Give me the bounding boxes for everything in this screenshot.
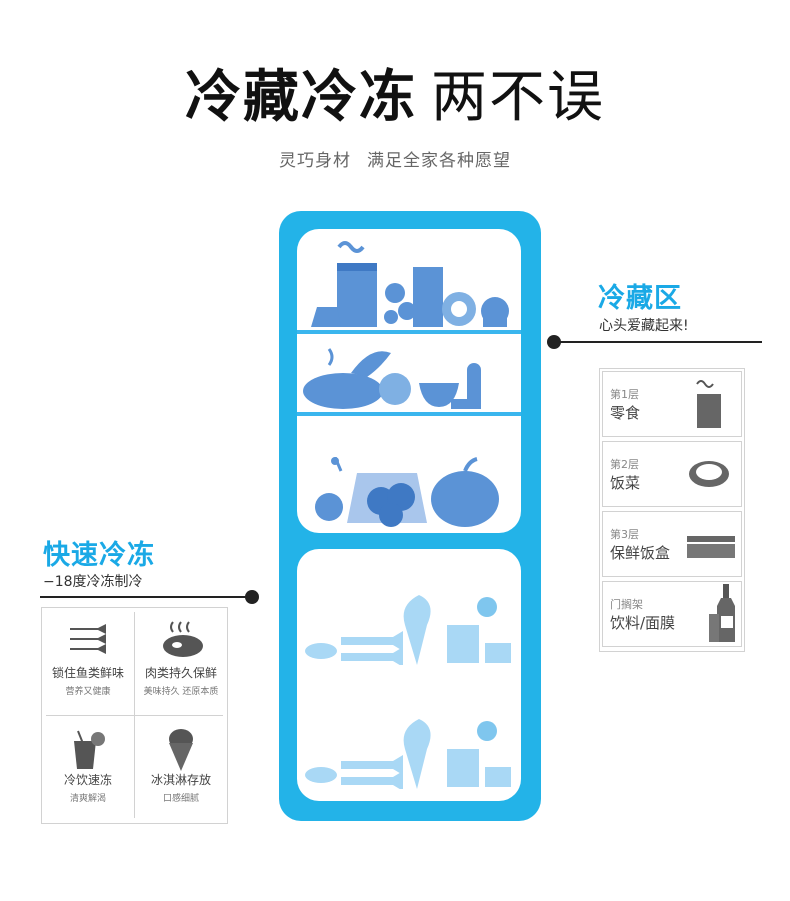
fridge-zone-title: 冷藏区	[598, 283, 682, 314]
feature-desc: 美味持久 还原本质	[143, 687, 219, 697]
shelf-level: 第2层	[610, 458, 639, 471]
shelf-name: 保鲜饭盒	[610, 544, 671, 562]
freezer-feature: 肉类持久保鲜 美味持久 还原本质	[135, 608, 227, 714]
grid-divider	[46, 715, 223, 716]
shelf-divider	[297, 412, 521, 416]
fridge-body	[279, 211, 541, 821]
freezer-callout-dot	[245, 590, 259, 604]
snacks-illustration	[311, 241, 509, 327]
feature-name: 肉类持久保鲜	[144, 666, 217, 680]
cold-drink-icon	[74, 730, 105, 769]
fridge-shelf-item: 第3层 保鲜饭盒	[602, 511, 742, 577]
subtitle-part-a: 灵巧身材	[279, 151, 351, 171]
fridge-zone-panel: 第1层 零食 第2层 饭菜 第3层 保鲜饭盒 门搁架 饮料/面膜	[599, 368, 745, 652]
steak-icon	[163, 621, 203, 657]
freezer-callout-line	[40, 596, 250, 598]
freezer-feature: 锁住鱼类鲜味 营养又健康	[42, 608, 134, 714]
freezer-feature: 冰淇淋存放 口感细腻	[135, 715, 227, 821]
snack-bag-icon	[696, 380, 721, 428]
shelf-name: 饭菜	[610, 474, 641, 492]
shelf-level: 第1层	[610, 388, 639, 401]
feature-desc: 营养又健康	[65, 687, 111, 697]
feature-desc: 清爽解渴	[69, 794, 106, 804]
freezer-compartment	[297, 549, 521, 801]
shelf-level: 第3层	[610, 528, 639, 541]
fridge-compartment	[297, 229, 521, 533]
dish-bowl-icon	[689, 461, 729, 487]
page-subtitle: 灵巧身材满足全家各种愿望	[0, 146, 790, 171]
feature-name: 锁住鱼类鲜味	[51, 666, 124, 680]
feature-name: 冰淇淋存放	[150, 773, 211, 787]
food-box-icon	[687, 536, 735, 558]
feature-name: 冷饮速冻	[63, 773, 112, 787]
shelf-name: 零食	[610, 404, 641, 422]
title-tail: 两不误	[431, 65, 605, 130]
page-title: 冷藏冷冻两不误	[0, 52, 790, 133]
freezer-zone-title: 快速冷冻	[43, 540, 155, 571]
fish-icon	[70, 624, 106, 654]
freezer-items-illustration	[305, 719, 511, 789]
freezer-feature: 冷饮速冻 清爽解渴	[42, 715, 134, 821]
shelf-level: 门搁架	[610, 598, 643, 611]
fridge-shelf-item: 第1层 零食	[602, 371, 742, 437]
ice-cream-icon	[169, 729, 193, 771]
freezer-zone-panel: 锁住鱼类鲜味 营养又健康 肉类持久保鲜 美味持久 还原本质 冷饮速冻 清爽解渴 …	[41, 607, 228, 824]
vegetables-illustration	[315, 457, 499, 527]
freezer-zone-subtitle: −18度冷冻制冷	[43, 574, 143, 590]
bottles-icon	[709, 584, 735, 642]
feature-desc: 口感细腻	[162, 794, 199, 804]
shelf-name: 饮料/面膜	[610, 614, 676, 632]
subtitle-part-b: 满足全家各种愿望	[367, 151, 511, 171]
fridge-shelf-item: 门搁架 饮料/面膜	[602, 581, 742, 647]
title-main: 冷藏冷冻	[185, 65, 417, 130]
shelf-divider	[297, 330, 521, 334]
fridge-callout-line	[560, 341, 762, 343]
fridge-callout-dot	[547, 335, 561, 349]
fridge-shelf-item: 第2层 饭菜	[602, 441, 742, 507]
dishes-illustration	[303, 348, 481, 409]
fridge-zone-subtitle: 心头爱藏起来!	[599, 318, 689, 334]
freezer-items-illustration	[305, 595, 511, 665]
